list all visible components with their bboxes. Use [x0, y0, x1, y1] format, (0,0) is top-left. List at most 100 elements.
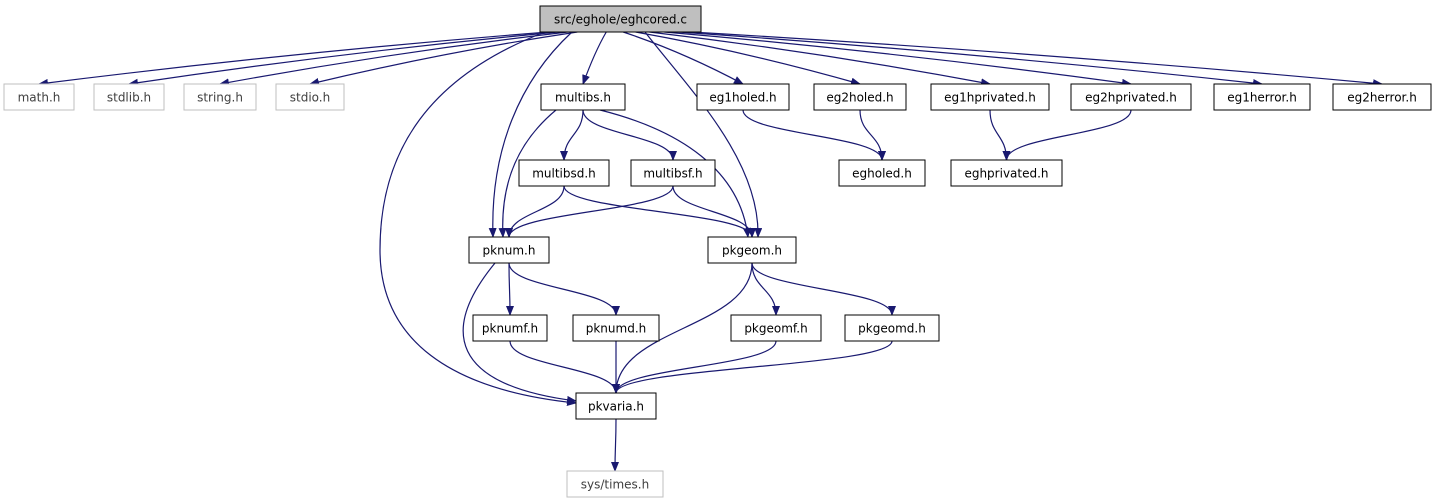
node-string[interactable]: string.h: [183, 83, 257, 111]
node-pkgeomd[interactable]: pkgeomd.h: [844, 314, 940, 342]
node-box-eg1herror[interactable]: [1213, 83, 1311, 111]
edge-multibs-to-multibsd: [560, 109, 584, 161]
node-systimes[interactable]: sys/times.h: [566, 470, 664, 498]
node-multibs[interactable]: multibs.h: [540, 83, 626, 111]
node-root[interactable]: src/eghole/eghcored.c: [539, 5, 702, 33]
node-label-pkgeom: pkgeom.h: [722, 244, 782, 258]
edge-eg1holed-to-egholed: [742, 109, 886, 161]
node-pknumd[interactable]: pknumd.h: [572, 314, 660, 342]
node-label-stdio: stdio.h: [290, 91, 330, 105]
edge-root-to-pkgeom: [644, 31, 763, 238]
node-label-eg1herror: eg1herror.h: [1227, 91, 1297, 105]
node-eg1holed[interactable]: eg1holed.h: [696, 83, 790, 111]
node-box-pkgeomf[interactable]: [730, 314, 822, 342]
edge-root-to-eg1herror: [678, 31, 1263, 87]
nodes-layer: src/eghole/eghcored.c math.h stdlib.h strin…: [3, 5, 1432, 498]
edge-root-to-eg2hprivated: [664, 31, 1132, 87]
node-multibsf[interactable]: multibsf.h: [630, 159, 716, 187]
node-stdio[interactable]: stdio.h: [275, 83, 345, 111]
edge-root-to-stdio: [309, 31, 578, 86]
node-pkvaria[interactable]: pkvaria.h: [575, 392, 657, 420]
node-pkgeomf[interactable]: pkgeomf.h: [730, 314, 822, 342]
node-label-root: src/eghole/eghcored.c: [554, 13, 687, 27]
node-box-systimes[interactable]: [566, 470, 664, 498]
node-box-pknumf[interactable]: [472, 314, 548, 342]
edge-eg2hprivated-to-eghprivated: [1002, 109, 1132, 161]
node-label-pknumd: pknumd.h: [586, 322, 647, 336]
node-eg2hprivated[interactable]: eg2hprivated.h: [1070, 83, 1192, 111]
node-label-egholed: egholed.h: [852, 167, 912, 181]
node-box-eg1holed[interactable]: [696, 83, 790, 111]
node-box-eghprivated[interactable]: [950, 159, 1063, 187]
edge-root-to-multibs: [582, 31, 607, 85]
node-egholed[interactable]: egholed.h: [838, 159, 926, 187]
edge-pknum-to-pkvaria: [462, 262, 577, 404]
node-label-eghprivated: eghprivated.h: [964, 167, 1048, 181]
node-box-root[interactable]: [539, 5, 702, 33]
node-box-pknum[interactable]: [468, 236, 550, 264]
node-box-multibsf[interactable]: [630, 159, 716, 187]
node-box-stdio[interactable]: [275, 83, 345, 111]
node-box-multibsd[interactable]: [518, 159, 610, 187]
node-label-pknum: pknum.h: [483, 244, 536, 258]
node-box-egholed[interactable]: [838, 159, 926, 187]
edge-root-to-string: [219, 31, 568, 87]
edge-pknum-to-pknumf: [505, 262, 514, 316]
node-label-eg2hprivated: eg2hprivated.h: [1085, 91, 1177, 105]
edge-pkgeom-to-pkgeomd: [751, 262, 896, 316]
edge-root-to-pkvaria: [379, 31, 577, 407]
node-math[interactable]: math.h: [3, 83, 75, 111]
node-box-pkvaria[interactable]: [575, 392, 657, 420]
edge-root-to-math: [38, 31, 549, 87]
edge-eg2holed-to-egholed: [859, 109, 886, 161]
node-eg1hprivated[interactable]: eg1hprivated.h: [930, 83, 1050, 111]
node-box-eg2herror[interactable]: [1332, 83, 1432, 111]
node-label-systimes: sys/times.h: [581, 478, 649, 492]
node-eghprivated[interactable]: eghprivated.h: [950, 159, 1063, 187]
edge-multibsd-to-pkgeom: [563, 185, 756, 238]
node-label-pkgeomd: pkgeomd.h: [858, 322, 926, 336]
edge-root-to-eg1hprivated: [649, 31, 991, 87]
edge-root-to-pknum: [488, 31, 573, 238]
edge-pknum-to-pknumd: [508, 262, 620, 316]
node-label-multibsd: multibsd.h: [532, 167, 596, 181]
node-eg1herror[interactable]: eg1herror.h: [1213, 83, 1311, 111]
node-label-pknumf: pknumf.h: [482, 322, 538, 336]
node-pknum[interactable]: pknum.h: [468, 236, 550, 264]
node-box-multibs[interactable]: [540, 83, 626, 111]
node-eg2herror[interactable]: eg2herror.h: [1332, 83, 1432, 111]
edge-multibsf-to-pknum: [505, 185, 674, 238]
node-box-pkgeomd[interactable]: [844, 314, 940, 342]
node-pkgeom[interactable]: pkgeom.h: [707, 236, 797, 264]
edge-pkvaria-to-systimes: [611, 418, 620, 472]
node-box-eg2holed[interactable]: [813, 83, 907, 111]
node-box-stdlib[interactable]: [93, 83, 165, 111]
node-label-pkvaria: pkvaria.h: [588, 400, 644, 414]
node-label-stdlib: stdlib.h: [107, 91, 151, 105]
edge-root-to-eg2herror: [690, 31, 1383, 88]
edge-root-to-stdlib: [128, 31, 559, 87]
node-box-eg1hprivated[interactable]: [930, 83, 1050, 111]
node-box-pknumd[interactable]: [572, 314, 660, 342]
edge-pkgeom-to-pkvaria: [612, 262, 753, 394]
edge-multibs-to-pknum: [498, 109, 557, 238]
node-box-string[interactable]: [183, 83, 257, 111]
node-pknumf[interactable]: pknumf.h: [472, 314, 548, 342]
edge-root-to-eg2holed: [635, 31, 861, 86]
node-label-eg2herror: eg2herror.h: [1347, 91, 1417, 105]
node-multibsd[interactable]: multibsd.h: [518, 159, 610, 187]
node-label-multibs: multibs.h: [555, 91, 611, 105]
node-box-math[interactable]: [3, 83, 75, 111]
node-label-eg2holed: eg2holed.h: [826, 91, 893, 105]
node-eg2holed[interactable]: eg2holed.h: [813, 83, 907, 111]
edge-root-to-eg1holed: [623, 31, 744, 85]
node-box-eg2hprivated[interactable]: [1070, 83, 1192, 111]
node-box-pkgeom[interactable]: [707, 236, 797, 264]
edge-pkgeom-to-pkgeomf: [751, 262, 780, 316]
edge-multibs-to-pkgeom: [599, 109, 751, 238]
node-stdlib[interactable]: stdlib.h: [93, 83, 165, 111]
node-label-string: string.h: [197, 91, 243, 105]
edge-multibs-to-multibsf: [582, 109, 677, 161]
node-label-eg1hprivated: eg1hprivated.h: [944, 91, 1036, 105]
